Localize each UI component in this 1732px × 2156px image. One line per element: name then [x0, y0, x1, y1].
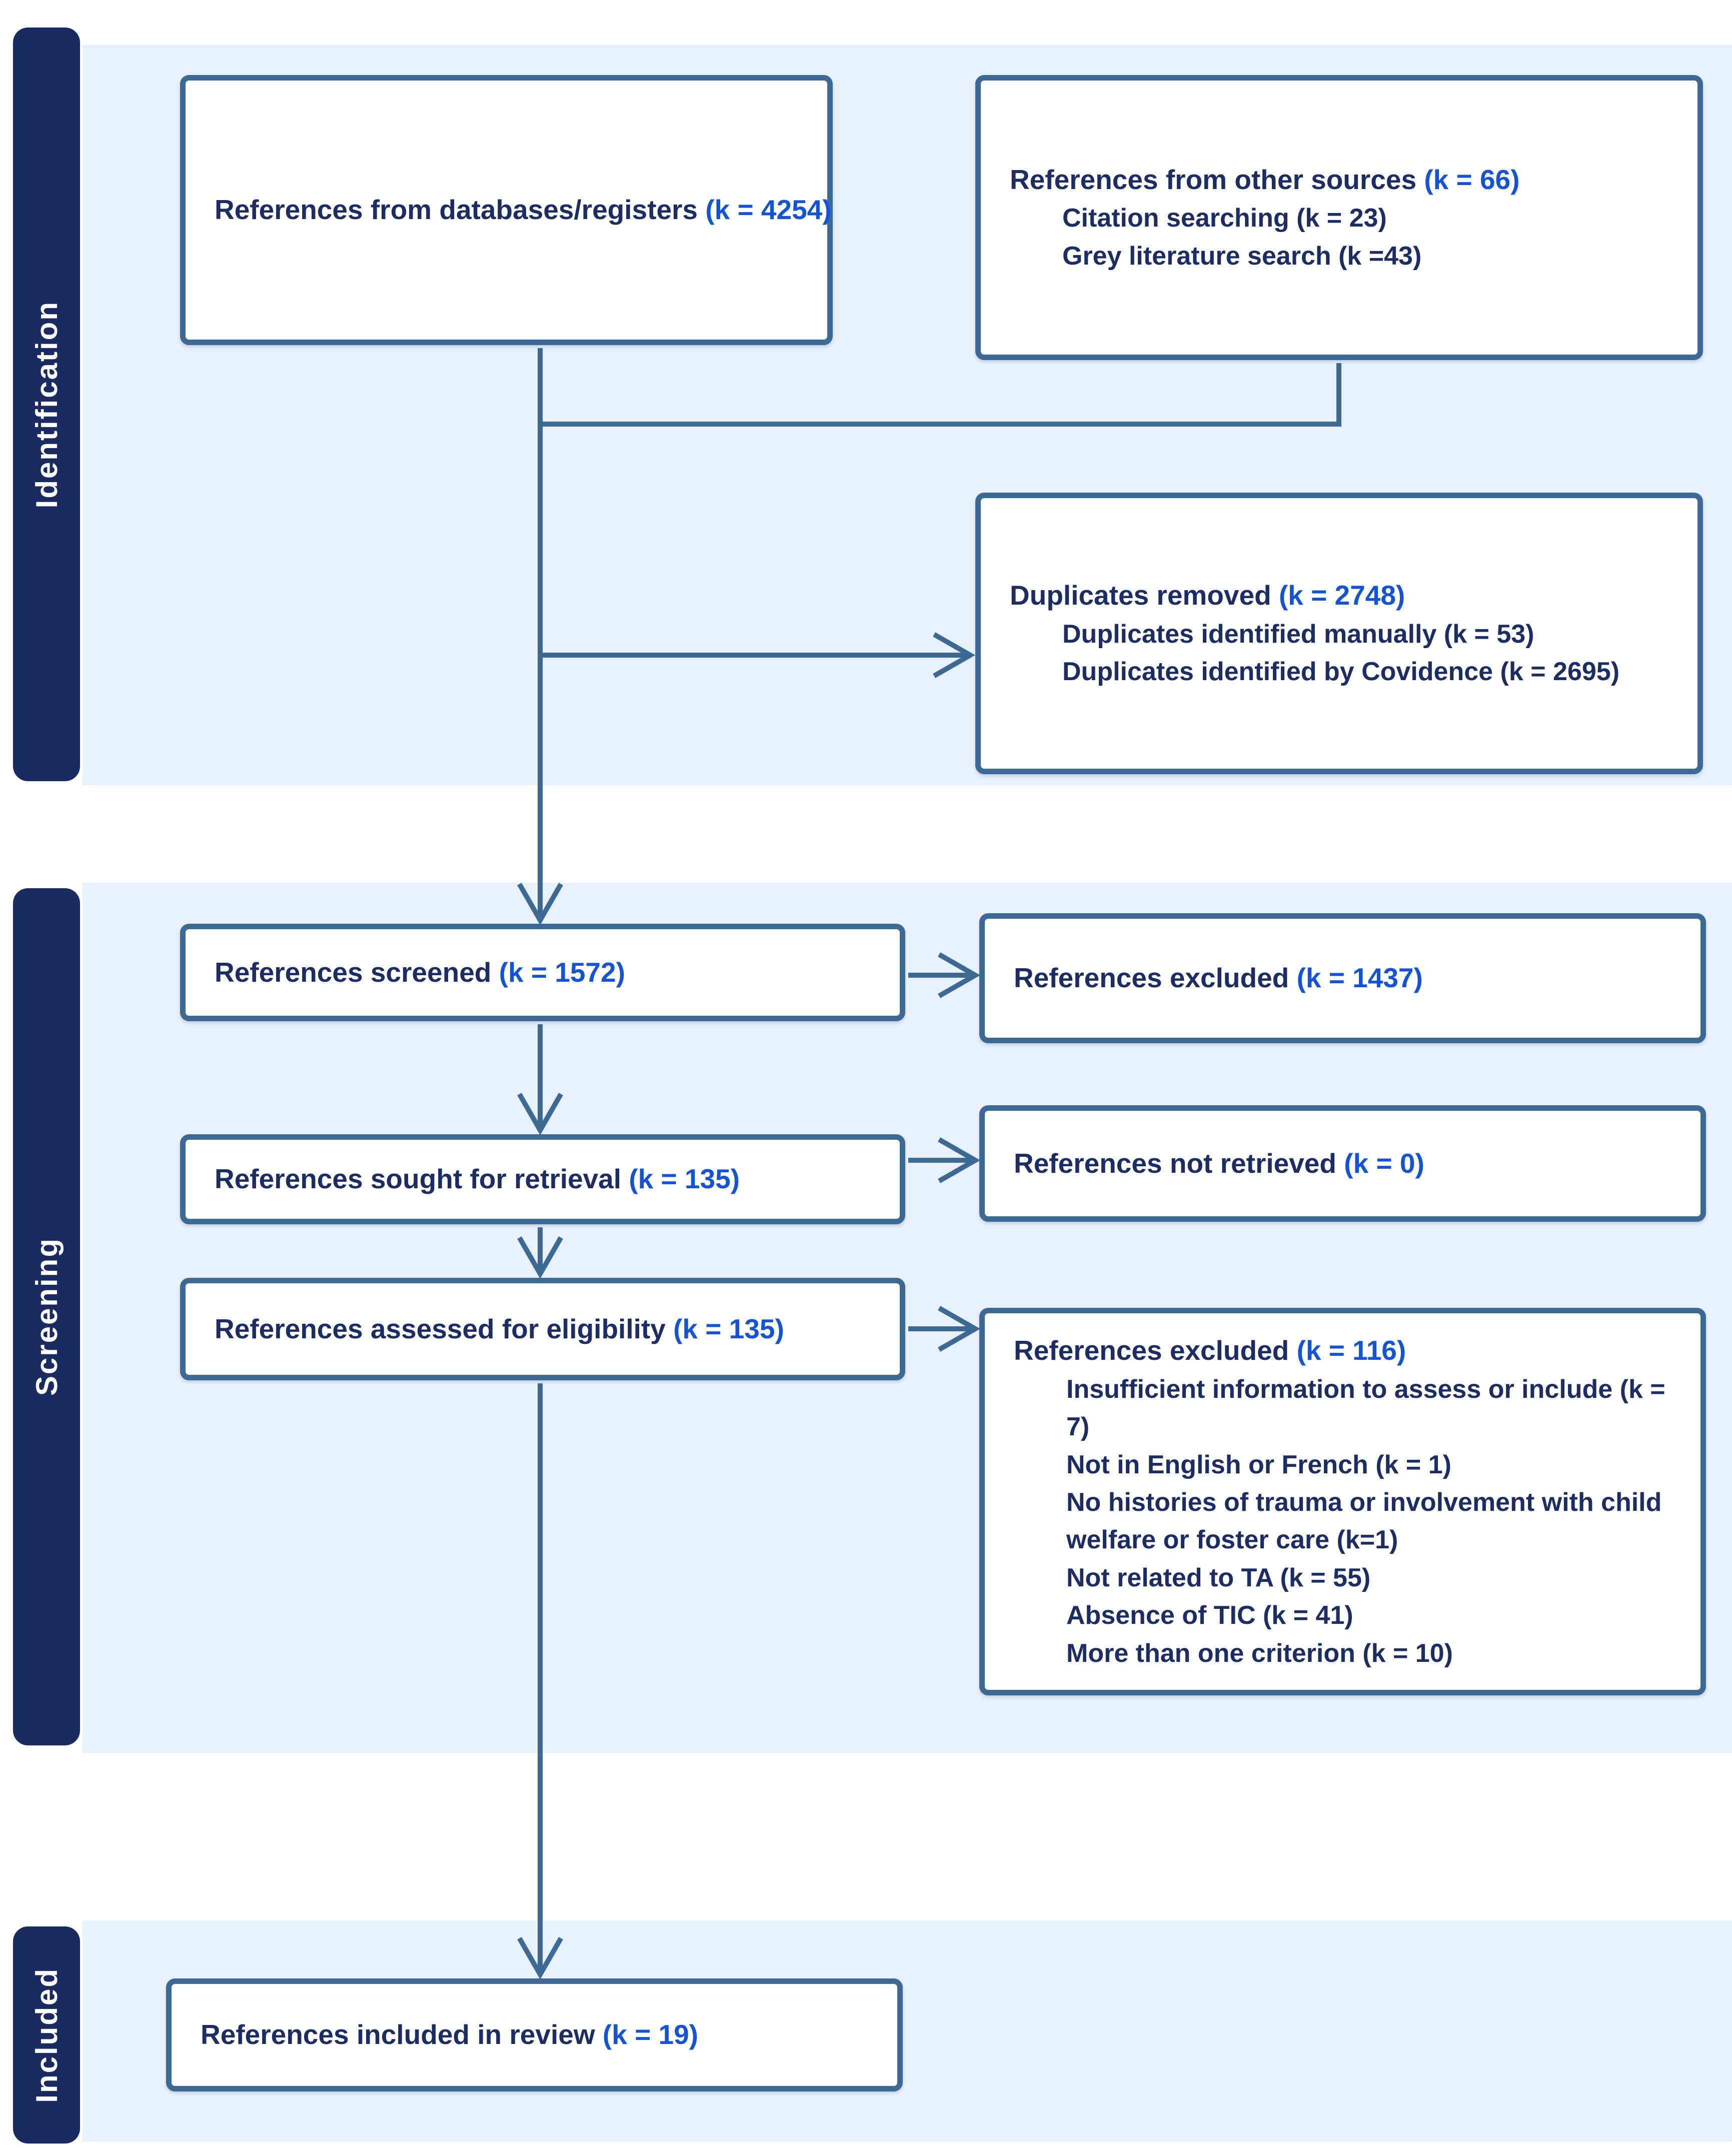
- k-count: (k = 135): [673, 1313, 784, 1344]
- subitem: Grey literature search (k =43): [1062, 241, 1422, 271]
- box-label: References assessed for eligibility: [215, 1313, 674, 1344]
- subitem: No histories of trauma or involvement wi…: [1066, 1487, 1662, 1555]
- box-label: References from databases/registers: [215, 194, 706, 226]
- box-heading: References not retrieved (k = 0): [1014, 1144, 1685, 1184]
- box-label: Duplicates removed: [1010, 580, 1279, 611]
- box-heading: References sought for retrieval (k = 135…: [215, 1159, 885, 1199]
- box-subitems: Citation searching (k = 23) Grey literat…: [1010, 200, 1682, 275]
- subitem: Not related to TA (k = 55): [1066, 1563, 1371, 1592]
- flow-box-screened: References screened (k = 1572): [180, 924, 905, 1021]
- subitem: Duplicates identified by Covidence (k = …: [1062, 657, 1620, 687]
- box-heading: References included in review (k = 19): [201, 2015, 882, 2055]
- subitem: Absence of TIC (k = 41): [1066, 1601, 1353, 1630]
- box-label: References sought for retrieval: [215, 1163, 629, 1195]
- subitem: Not in English or French (k = 1): [1066, 1450, 1451, 1479]
- k-count: (k = 19): [602, 2019, 698, 2050]
- k-count: (k = 1437): [1296, 962, 1423, 994]
- box-subitems: Duplicates identified manually (k = 53) …: [1010, 616, 1682, 691]
- subitem: Insufficient information to assess or in…: [1066, 1374, 1665, 1442]
- k-count: (k = 135): [629, 1163, 740, 1195]
- flow-box-included-review: References included in review (k = 19): [166, 1978, 903, 2091]
- subitem: Citation searching (k = 23): [1062, 204, 1387, 233]
- box-label: References excluded: [1014, 962, 1297, 994]
- sidebar-tab-identification: Identification: [13, 28, 80, 781]
- sidebar-tab-label: Screening: [30, 1237, 64, 1396]
- box-label: References from other sources: [1010, 164, 1424, 195]
- k-count: (k = 1572): [499, 956, 625, 988]
- box-subitems: Insufficient information to assess or in…: [1014, 1371, 1685, 1672]
- flow-box-sought-retrieval: References sought for retrieval (k = 135…: [180, 1134, 905, 1224]
- k-count: (k = 4254): [705, 194, 832, 226]
- box-heading: Duplicates removed (k = 2748): [1010, 576, 1682, 616]
- box-heading: References screened (k = 1572): [215, 953, 885, 993]
- flow-box-duplicates-removed: Duplicates removed (k = 2748) Duplicates…: [975, 493, 1703, 774]
- subitem: More than one criterion (k = 10): [1066, 1638, 1453, 1668]
- k-count: (k = 2748): [1278, 580, 1405, 611]
- box-heading: References excluded (k = 1437): [1014, 958, 1685, 998]
- flow-box-not-retrieved: References not retrieved (k = 0): [979, 1105, 1706, 1222]
- k-count: (k = 116): [1296, 1335, 1406, 1366]
- box-label: References screened: [215, 956, 499, 988]
- box-label: References excluded: [1014, 1335, 1297, 1366]
- box-heading: References assessed for eligibility (k =…: [215, 1309, 885, 1349]
- flow-box-excluded-screening: References excluded (k = 1437): [979, 913, 1706, 1043]
- sidebar-tab-label: Identification: [30, 300, 64, 509]
- box-heading: References from databases/registers (k =…: [215, 190, 832, 230]
- flow-box-other-sources: References from other sources (k = 66) C…: [975, 75, 1703, 360]
- flow-box-assessed-eligibility: References assessed for eligibility (k =…: [180, 1278, 905, 1380]
- box-label: References not retrieved: [1014, 1147, 1344, 1179]
- sidebar-tab-label: Included: [30, 1967, 64, 2103]
- k-count: (k = 0): [1344, 1147, 1424, 1179]
- box-heading: References from other sources (k = 66): [1010, 160, 1682, 200]
- flow-box-excluded-eligibility: References excluded (k = 116) Insufficie…: [979, 1308, 1706, 1695]
- box-heading: References excluded (k = 116): [1014, 1331, 1685, 1371]
- box-label: References included in review: [201, 2019, 603, 2050]
- k-count: (k = 66): [1424, 164, 1520, 195]
- sidebar-tab-screening: Screening: [13, 888, 80, 1745]
- sidebar-tab-included: Included: [13, 1926, 80, 2143]
- subitem: Duplicates identified manually (k = 53): [1062, 619, 1534, 649]
- flow-box-databases-registers: References from databases/registers (k =…: [180, 75, 833, 345]
